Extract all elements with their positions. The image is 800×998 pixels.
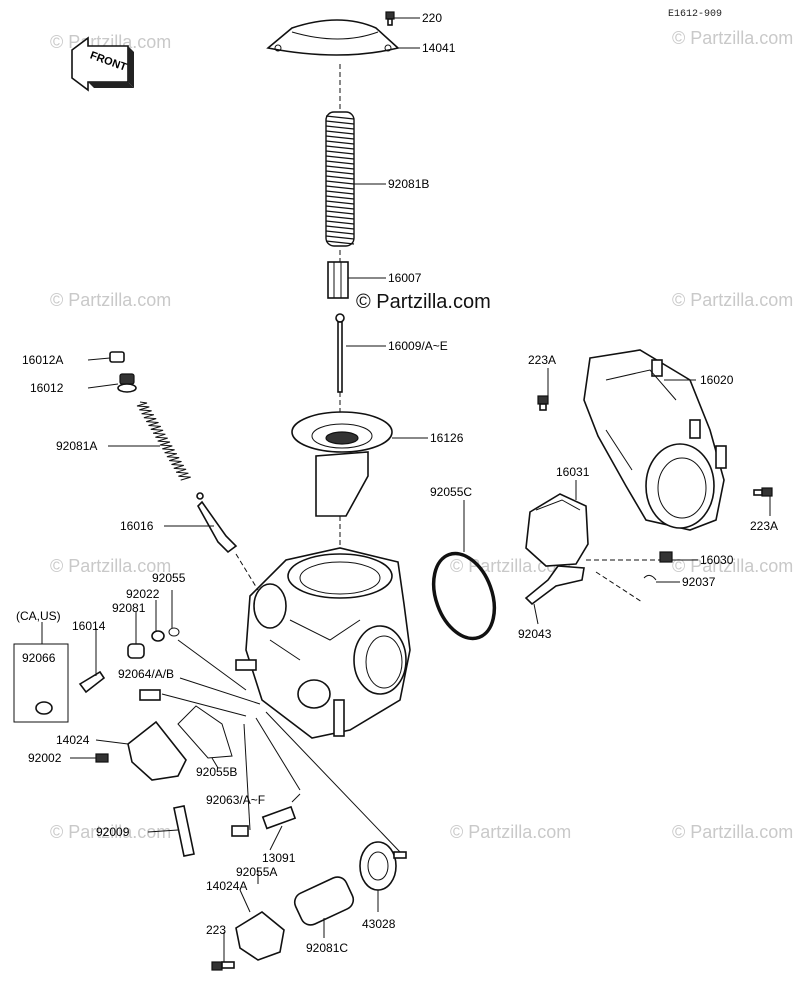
watermarks: © Partzilla.com © Partzilla.com © Partzi… — [50, 28, 793, 842]
region-box — [13, 643, 69, 723]
clip-92037 — [643, 574, 657, 581]
jet-needle-16009 — [335, 313, 345, 393]
o-ring-92055C — [431, 551, 497, 641]
label-92055: 92055 — [152, 571, 186, 585]
part-labels: 220 14041 92081B 16007 16009/A~E 16012A … — [16, 11, 778, 955]
washer-92022 — [151, 630, 165, 642]
label-16030: 16030 — [700, 553, 734, 567]
diagram-ref-code: E1612-909 — [668, 9, 722, 20]
top-cover-14041 — [266, 19, 400, 56]
label-14024A: 14024A — [206, 879, 247, 893]
label-92081: 92081 — [112, 601, 146, 615]
watermark: © Partzilla.com — [672, 28, 793, 48]
label-92022: 92022 — [126, 587, 160, 601]
label-16126: 16126 — [430, 431, 464, 445]
label-16009: 16009/A~E — [388, 339, 448, 353]
watermark: © Partzilla.com — [672, 556, 793, 576]
screw-92002 — [95, 753, 109, 763]
assembly-lines — [161, 64, 660, 853]
label-13091: 13091 — [262, 851, 296, 865]
label-16007: 16007 — [388, 271, 422, 285]
screw-223A-right — [753, 487, 773, 497]
label-92002: 92002 — [28, 751, 62, 765]
label-92009: 92009 — [96, 825, 130, 839]
diaphragm-43028 — [359, 841, 407, 891]
leader-lines — [41, 17, 771, 962]
label-16012: 16012 — [30, 381, 64, 395]
watermark: © Partzilla.com — [50, 290, 171, 310]
cover-14024A — [235, 911, 285, 961]
o-ring-92055 — [168, 627, 180, 637]
screw-223A-top — [537, 395, 549, 411]
screw-220 — [385, 11, 395, 26]
front-arrow-icon: FRONT — [71, 36, 134, 92]
label-92043: 92043 — [518, 627, 552, 641]
pilot-screw-92064 — [139, 689, 161, 701]
label-92037: 92037 — [682, 575, 716, 589]
watermark: © Partzilla.com — [672, 822, 793, 842]
spring-92081C — [293, 876, 355, 926]
watermark: © Partzilla.com — [672, 290, 793, 310]
label-92081B: 92081B — [388, 177, 429, 191]
cover-14024 — [127, 720, 187, 781]
screw-16014 — [78, 670, 106, 694]
label-16016: 16016 — [120, 519, 154, 533]
cap-16012A — [109, 351, 125, 363]
label-223A-top: 223A — [528, 353, 556, 367]
needle-holder-16007 — [327, 261, 349, 299]
plunger-16016 — [196, 492, 238, 554]
screw-16012 — [117, 373, 137, 393]
spring-92081B — [325, 111, 355, 247]
label-14041: 14041 — [422, 41, 456, 55]
watermark-main: © Partzilla.com — [356, 291, 491, 313]
label-16031: 16031 — [556, 465, 590, 479]
label-92064: 92064/A/B — [118, 667, 174, 681]
valve-16030 — [659, 551, 673, 563]
label-16012A: 16012A — [22, 353, 63, 367]
label-14024: 14024 — [56, 733, 90, 747]
label-223A-right: 223A — [750, 519, 778, 533]
label-92081C: 92081C — [306, 941, 348, 955]
label-92063: 92063/A~F — [206, 793, 265, 807]
watermark: © Partzilla.com — [50, 556, 171, 576]
label-92081A: 92081A — [56, 439, 97, 453]
label-16020: 16020 — [700, 373, 734, 387]
label-92055C: 92055C — [430, 485, 472, 499]
float-16031 — [525, 493, 589, 567]
watermark: © Partzilla.com — [50, 822, 171, 842]
vacuum-chamber-16020 — [583, 349, 727, 531]
float-lever-92043 — [524, 565, 585, 606]
spring-92081A — [136, 401, 191, 481]
diaphragm-16126 — [291, 411, 393, 517]
label-92055B: 92055B — [196, 765, 237, 779]
screw-223 — [211, 961, 235, 971]
screw-92009 — [173, 805, 195, 857]
label-220: 220 — [422, 11, 442, 25]
label-16014: 16014 — [72, 619, 106, 633]
label-223: 223 — [206, 923, 226, 937]
label-92055A: 92055A — [236, 865, 277, 879]
label-92066: 92066 — [22, 651, 56, 665]
carburetor-body — [235, 547, 411, 739]
label-43028: 43028 — [362, 917, 396, 931]
gasket-92055B — [177, 705, 233, 759]
spring-92081 — [127, 643, 145, 659]
label-region: (CA,US) — [16, 609, 61, 623]
watermark: © Partzilla.com — [450, 822, 571, 842]
jet-92063 — [231, 805, 297, 837]
